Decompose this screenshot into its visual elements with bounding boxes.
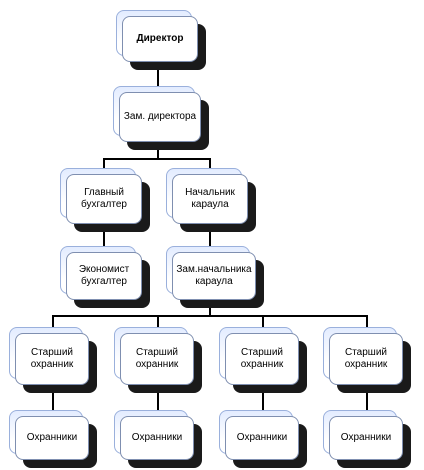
node-senior-guard-1-label: Старший охранник bbox=[15, 333, 89, 385]
connector-to-senior-2 bbox=[157, 315, 159, 329]
node-economist-label: Экономист бухгалтер bbox=[66, 252, 142, 300]
node-head-guard: Начальник караула bbox=[166, 168, 256, 232]
connector-to-senior-1 bbox=[52, 315, 54, 329]
node-guards-2-label: Охранники bbox=[120, 416, 194, 460]
node-senior-guard-4: Старший охранник bbox=[323, 327, 411, 393]
node-deputy-head-guard-label: Зам.начальника караула bbox=[172, 252, 256, 300]
connector-deputyhead-split bbox=[209, 304, 211, 316]
node-guards-1: Охранники bbox=[9, 410, 97, 468]
connector-level2-bar bbox=[103, 158, 211, 160]
connector-accountant-economist bbox=[103, 228, 105, 248]
node-deputy-director: Зам. директора bbox=[113, 86, 209, 150]
connector-head-deputyhead bbox=[209, 228, 211, 248]
node-guards-4: Охранники bbox=[323, 410, 411, 468]
node-chief-accountant: Главный бухгалтер bbox=[60, 168, 150, 232]
connector-senior4-guards4 bbox=[366, 390, 368, 412]
connector-to-senior-4 bbox=[366, 315, 368, 329]
node-head-guard-label: Начальник караула bbox=[172, 174, 248, 224]
node-senior-guard-3: Старший охранник bbox=[219, 327, 307, 393]
node-senior-guard-3-label: Старший охранник bbox=[225, 333, 299, 385]
node-guards-1-label: Охранники bbox=[15, 416, 89, 460]
connector-senior2-guards2 bbox=[157, 390, 159, 412]
connector-deputy-split bbox=[157, 146, 159, 160]
node-chief-accountant-label: Главный бухгалтер bbox=[66, 174, 142, 224]
node-economist: Экономист бухгалтер bbox=[60, 246, 150, 308]
node-senior-guard-2-label: Старший охранник bbox=[120, 333, 194, 385]
node-deputy-head-guard: Зам.начальника караула bbox=[166, 246, 264, 308]
node-guards-3: Охранники bbox=[219, 410, 307, 468]
connector-to-chief-accountant bbox=[103, 158, 105, 170]
node-guards-4-label: Охранники bbox=[329, 416, 403, 460]
connector-to-head-guard bbox=[209, 158, 211, 170]
connector-level5-bar bbox=[52, 315, 368, 317]
connector-senior1-guards1 bbox=[52, 390, 54, 412]
node-director-label: Директор bbox=[122, 16, 198, 62]
node-director: Директор bbox=[116, 10, 206, 70]
connector-senior3-guards3 bbox=[262, 390, 264, 412]
node-senior-guard-1: Старший охранник bbox=[9, 327, 97, 393]
node-guards-2: Охранники bbox=[114, 410, 202, 468]
node-senior-guard-4-label: Старший охранник bbox=[329, 333, 403, 385]
connector-to-senior-3 bbox=[262, 315, 264, 329]
connector-director-deputy bbox=[157, 64, 159, 88]
node-senior-guard-2: Старший охранник bbox=[114, 327, 202, 393]
node-guards-3-label: Охранники bbox=[225, 416, 299, 460]
node-deputy-director-label: Зам. директора bbox=[119, 92, 201, 142]
